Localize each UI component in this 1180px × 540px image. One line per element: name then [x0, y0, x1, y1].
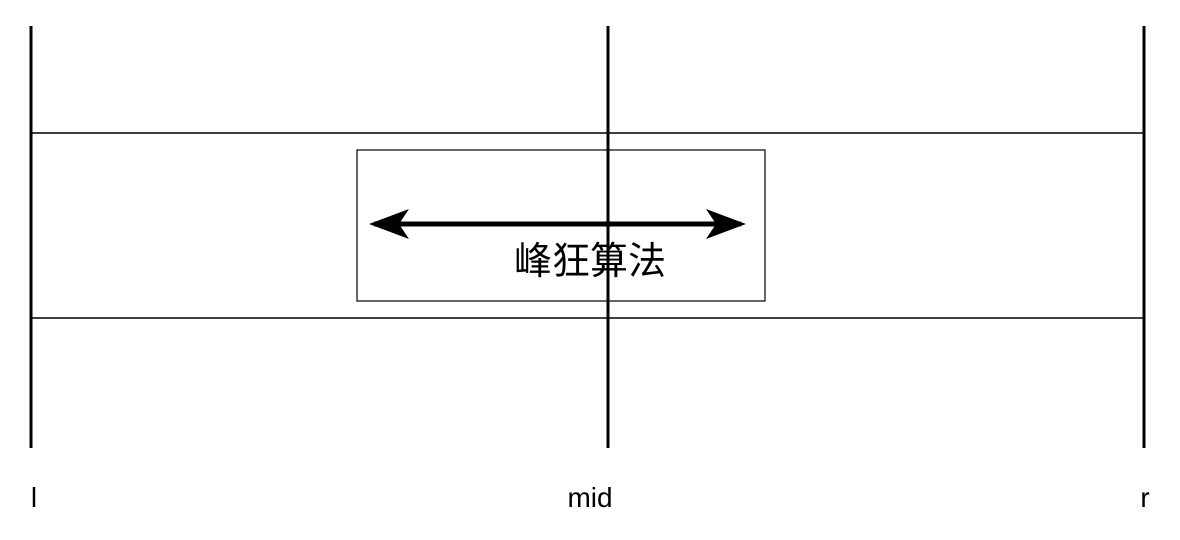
label-l: l — [31, 482, 37, 513]
inner-box — [356, 149, 766, 302]
label-r: r — [1140, 482, 1149, 513]
label-mid: mid — [567, 482, 612, 513]
inner-box-text: 峰狂算法 — [514, 239, 666, 283]
